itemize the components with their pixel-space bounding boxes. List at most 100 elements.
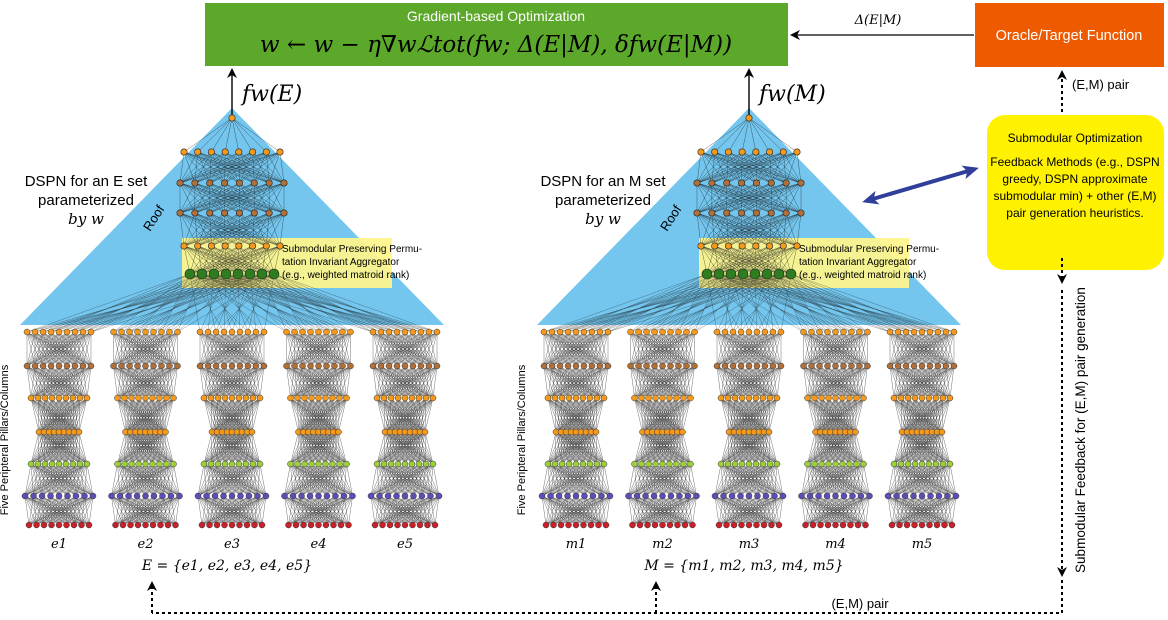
edge <box>580 397 605 433</box>
edge <box>669 365 671 399</box>
edge <box>206 495 218 526</box>
edge <box>430 463 434 497</box>
edge <box>628 463 649 497</box>
neuron <box>635 362 642 370</box>
edge <box>213 273 295 333</box>
edge <box>30 365 92 399</box>
edge <box>297 431 334 465</box>
neuron <box>644 521 651 529</box>
edge <box>284 495 319 526</box>
edge <box>318 397 329 433</box>
edge <box>730 273 774 333</box>
edge <box>231 117 281 153</box>
edge <box>137 365 153 399</box>
edge <box>413 495 428 526</box>
edge <box>179 182 285 214</box>
edge <box>189 273 201 333</box>
edge <box>389 495 440 526</box>
element-label: e1 <box>51 537 67 552</box>
neuron <box>292 521 300 529</box>
edge <box>41 463 67 497</box>
edge <box>302 331 351 367</box>
edge <box>309 495 319 526</box>
edge <box>150 397 167 433</box>
edge <box>53 431 74 465</box>
edge <box>255 331 265 367</box>
edge <box>297 365 303 399</box>
edge <box>790 273 931 333</box>
edge <box>430 495 436 526</box>
edge <box>380 365 420 399</box>
edge <box>304 397 324 433</box>
edge <box>155 397 167 433</box>
edge <box>125 397 160 433</box>
edge <box>567 365 577 399</box>
edge <box>728 212 802 247</box>
edge <box>211 397 240 433</box>
neuron <box>679 428 686 436</box>
edge <box>115 495 129 526</box>
edge <box>183 245 203 275</box>
edge <box>686 273 732 333</box>
edge <box>696 212 715 247</box>
edge <box>318 431 324 465</box>
edge <box>206 463 240 497</box>
edge <box>420 365 434 399</box>
edge <box>748 365 766 399</box>
edge <box>716 331 758 367</box>
neuron <box>369 328 377 336</box>
edge <box>758 397 764 433</box>
neuron <box>689 521 696 529</box>
edge <box>309 463 333 497</box>
edge <box>37 365 76 399</box>
edge <box>216 397 233 433</box>
edge <box>210 365 249 399</box>
edge <box>669 365 695 399</box>
neuron <box>579 394 587 402</box>
edge <box>65 431 75 465</box>
edge <box>742 151 787 184</box>
edge <box>119 495 154 526</box>
edge <box>241 397 261 433</box>
neuron <box>41 394 49 402</box>
edge <box>197 212 270 247</box>
edge <box>692 495 697 526</box>
edge <box>167 495 180 526</box>
pillar-4: e4 <box>281 328 356 552</box>
edge <box>58 365 68 399</box>
edge <box>382 495 431 526</box>
edge <box>742 273 939 333</box>
edge <box>58 331 92 367</box>
edge <box>741 212 770 247</box>
edge <box>145 495 176 526</box>
edge <box>224 212 226 247</box>
neuron <box>631 460 638 468</box>
edge <box>790 273 820 333</box>
edge <box>197 245 227 275</box>
edge <box>733 397 736 433</box>
edge <box>551 331 609 367</box>
edge <box>599 273 768 333</box>
edge <box>140 397 146 433</box>
edge <box>326 495 334 526</box>
edge <box>716 365 736 399</box>
edge <box>53 397 88 433</box>
edge <box>669 397 673 433</box>
edge <box>628 495 663 526</box>
edge <box>734 397 740 433</box>
edge <box>646 365 656 399</box>
edge <box>297 431 329 465</box>
edge <box>754 273 782 333</box>
edge <box>145 431 151 465</box>
edge <box>769 151 772 184</box>
edge <box>740 365 764 399</box>
edge <box>290 431 339 465</box>
edge <box>290 365 327 399</box>
edge <box>720 397 735 433</box>
edge <box>653 463 691 497</box>
edge <box>376 431 416 465</box>
edge <box>706 245 756 275</box>
neuron <box>323 328 330 336</box>
edge <box>636 495 663 526</box>
edge <box>389 495 406 526</box>
